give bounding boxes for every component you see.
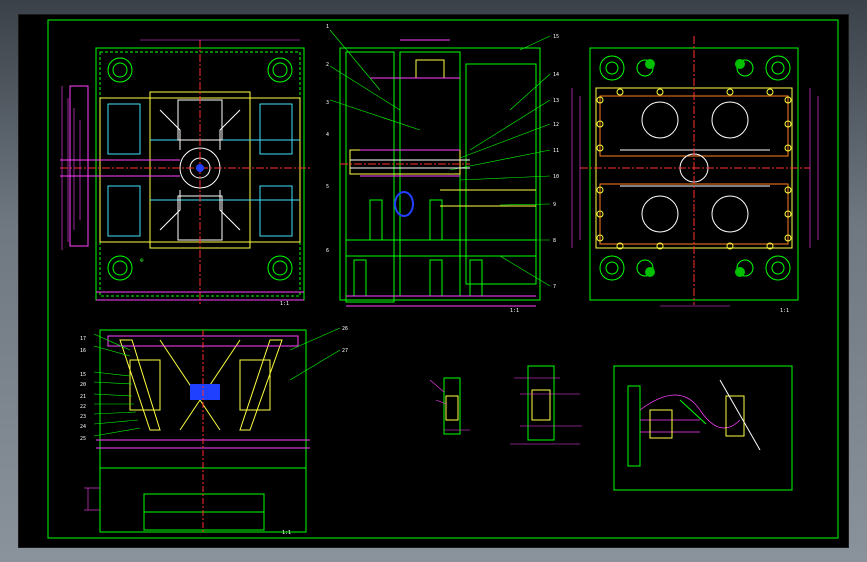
svg-text:12: 12: [553, 122, 559, 128]
bottom-left-section-view: 17 16 15 20 21 22 23 24 25 26 27 1:1: [80, 326, 348, 536]
svg-text:6: 6: [326, 248, 329, 254]
svg-text:7: 7: [553, 284, 556, 290]
svg-text:3: 3: [326, 100, 329, 106]
svg-text:9: 9: [553, 202, 556, 208]
svg-text:1:1: 1:1: [780, 308, 789, 314]
svg-text:15: 15: [80, 372, 86, 378]
svg-text:4: 4: [326, 132, 329, 138]
svg-text:27: 27: [342, 348, 348, 354]
svg-text:10: 10: [553, 174, 559, 180]
detail-small-1: [429, 377, 470, 435]
svg-text:23: 23: [80, 414, 86, 420]
svg-text:24: 24: [80, 424, 86, 430]
svg-text:21: 21: [80, 394, 86, 400]
svg-text:11: 11: [553, 148, 559, 154]
svg-text:5: 5: [326, 184, 329, 190]
top-left-plan-view: 1:1 ⊕: [60, 39, 310, 307]
svg-text:16: 16: [80, 348, 86, 354]
svg-text:⊕: ⊕: [140, 257, 144, 264]
drawing-border: [47, 19, 839, 539]
svg-text:1:1: 1:1: [510, 308, 519, 314]
svg-text:25: 25: [80, 436, 86, 442]
top-middle-section-view: 1 2 3 4 5 6 7 8 9 10 11 12 13 14 15 1:1: [326, 24, 559, 314]
svg-text:26: 26: [342, 326, 348, 332]
detail-box: [613, 365, 793, 491]
svg-text:1: 1: [326, 24, 329, 30]
balloon-labels: 1 2 3 4 5 6 7 8 9 10 11 12 13 14 15: [326, 24, 559, 290]
svg-text:1:1: 1:1: [280, 301, 289, 307]
svg-text:15: 15: [553, 34, 559, 40]
svg-text:17: 17: [80, 336, 86, 342]
svg-text:20: 20: [80, 382, 86, 388]
svg-text:2: 2: [326, 62, 329, 68]
svg-text:22: 22: [80, 404, 86, 410]
svg-text:13: 13: [553, 98, 559, 104]
drawing-canvas: [18, 14, 849, 548]
svg-text:14: 14: [553, 72, 559, 78]
top-right-plan-view: 1:1: [571, 36, 819, 314]
svg-text:8: 8: [553, 238, 556, 244]
bottom-left-balloons: 17 16 15 20 21 22 23 24 25 26 27: [80, 326, 348, 442]
detail-small-2: [510, 365, 582, 445]
svg-text:1:1: 1:1: [282, 530, 291, 536]
